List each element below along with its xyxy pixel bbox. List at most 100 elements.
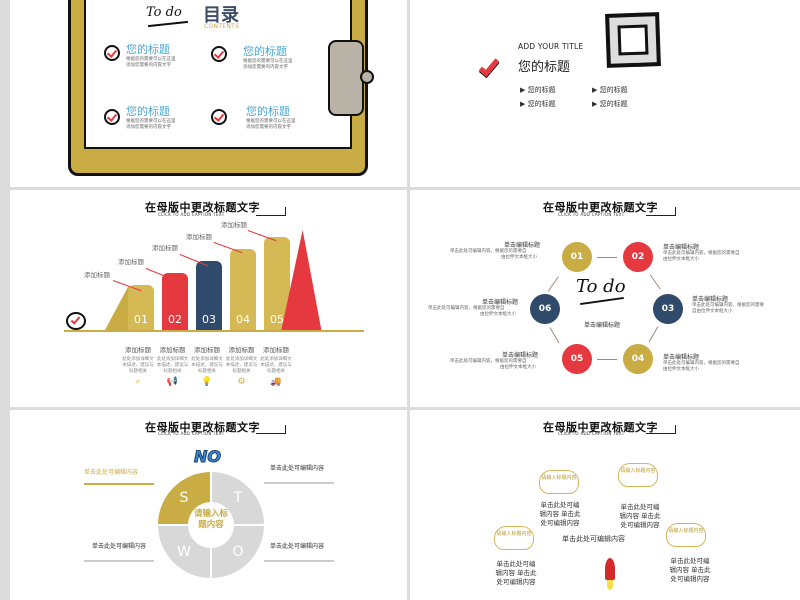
cycle-arrow [597,359,617,360]
node-title: 单击编辑标题 [663,244,700,251]
swot-line [84,560,154,562]
swot-line [84,483,154,485]
node-desc: 单击此处可编辑内容，根据您的需要自 [663,361,740,366]
cloud-text[interactable]: 单击此处可编 辑内容 单击此 处可编辑内容 [539,501,581,527]
column: 添加标题 此处添加详细文本描述，建议与标题相关 🚚 [260,346,292,387]
megaphone-icon: 📢 [166,377,179,387]
slide-thumbnail-2[interactable]: ADD YOUR TITLE 您的标题 ▶ 您的标题 ▶ 您的标题 ▶ 您的标题… [410,0,800,187]
bar-label-1: 添加标题 [84,271,110,279]
cloud-label[interactable]: 请输入标题内容 [539,470,579,494]
cycle-arrow [549,327,560,344]
play-icon: ▶ [592,100,598,108]
heading-zh: 您的标题 [518,60,571,75]
play-icon: ▶ [592,86,598,94]
clipboard-board: To do 目录 CONTENTS 您的标题 根据您的需要可以在这里 添加您需要… [68,0,368,176]
cloud-text[interactable]: 单击此处可编 辑内容 单击此 处可编辑内容 [619,503,661,529]
list-item[interactable]: ▶ 您的标题 [592,100,628,108]
cloud-text[interactable]: 单击此处可编 辑内容 单击此 处可编辑内容 [669,557,711,583]
toc-item-title-2: 您的标题 [243,45,287,58]
bar-arrow [281,230,343,330]
center-todo-logo: To do [576,276,626,297]
bar-label-2: 添加标题 [118,258,144,266]
cycle-arrow [649,274,661,290]
slide-thumbnail-4[interactable]: 在母版中更改标题文字 CLICK TO ADD CAPTION TEXT 01 … [410,190,800,407]
todo-underline [580,296,624,306]
toc-item-desc-2a: 根据您的需要可以在这里 [243,59,293,64]
check-icon [104,45,120,61]
slide-subtitle: CLICK TO ADD CAPTION TEXT [158,212,225,217]
arrow-icon [646,207,676,216]
center-text[interactable]: 单击此处可编辑内容 [562,535,625,543]
check-icon [104,109,120,125]
arrow-icon [256,207,286,216]
slide-title: 在母版中更改标题文字 [145,421,260,434]
rocket-icon [605,558,615,580]
truck-icon: 🚚 [270,377,282,387]
center-caption: 单击编辑标题 [584,322,621,329]
swot-text-s[interactable]: 单击此处可编辑内容 [84,469,139,476]
cycle-node-02: 02 [623,242,653,272]
toc-item-desc-3a: 根据您的需要可以在这里 [126,119,176,124]
bar-02: 02 [162,273,188,330]
check-icon [211,109,227,125]
no-badge: NO [194,447,222,467]
node-title: 单击编辑标题 [504,242,541,249]
cloud-label[interactable]: 请输入标题内容 [666,523,706,547]
column: 添加标题 此处添加详细文本描述，建议与标题相关 ⚙ [225,346,258,387]
bar-label-5: 添加标题 [221,221,247,229]
swot-center-label: 请输入标题内容 [188,502,234,548]
lightbulb-icon: 💡 [201,377,213,387]
bar-ramp [105,285,129,330]
clipboard-clip-knob [360,70,374,84]
slide-thumbnail-3[interactable]: 在母版中更改标题文字 CLICK TO ADD CAPTION TEXT 01 … [10,190,407,407]
list-item[interactable]: ▶ 您的标题 [592,86,628,94]
swot-line [264,560,334,562]
square-frame-icon [605,12,661,68]
cloud-label[interactable]: 请输入标题内容 [494,526,534,550]
bar-label-3: 添加标题 [152,244,178,252]
toc-item-title-4: 您的标题 [246,105,290,118]
toc-subtitle: CONTENTS [204,23,240,30]
node-desc: 由拉伸文本框大小 [501,255,537,260]
slide-thumbnail-5[interactable]: 在母版中更改标题文字 CLICK TO ADD CAPTION TEXT NO … [10,410,407,600]
cloud-label[interactable]: 请输入标题内容 [618,463,658,487]
toc-item-desc-4b: 添加您需要的内容文字 [246,125,291,130]
cycle-node-05: 05 [562,344,592,374]
toc-item-desc-3b: 添加您需要的内容文字 [126,125,171,130]
play-icon: ▶ [520,86,526,94]
bar-05: 05 [264,237,290,330]
slide-thumbnail-1[interactable]: To do 目录 CONTENTS 您的标题 根据您的需要可以在这里 添加您需要… [10,0,407,187]
bottom-columns: 添加标题 此处添加详细文本描述，建议与标题相关 ⌕ 添加标题 此处添加详细文本描… [122,344,292,387]
cycle-node-03: 03 [653,294,683,324]
node-desc: 由拉伸文本框大小 [663,367,699,372]
slide-title: 在母版中更改标题文字 [543,421,658,434]
slide-title: 在母版中更改标题文字 [543,201,658,214]
bar-01: 01 [128,285,154,330]
swot-text-o[interactable]: 单击此处可编辑内容 [269,543,324,550]
cycle-arrow [597,257,617,258]
clipboard-clip [328,40,364,116]
red-checkmark-icon [478,55,500,77]
check-circle-icon [66,312,86,330]
list-item[interactable]: ▶ 您的标题 [520,100,556,108]
todo-logo: To do [146,5,182,20]
cycle-node-06: 06 [530,294,560,324]
cloud-text[interactable]: 单击此处可编 辑内容 单击此 处可编辑内容 [495,560,537,586]
heading-en: ADD YOUR TITLE [518,42,584,51]
play-icon: ▶ [520,100,526,108]
node-title: 单击编辑标题 [482,299,519,306]
slide-thumbnail-6[interactable]: 在母版中更改标题文字 CLICK TO ADD CAPTION TEXT 请输入… [410,410,800,600]
toc-item-title-1: 您的标题 [126,43,170,56]
swot-text-w[interactable]: 单击此处可编辑内容 [91,543,146,550]
node-desc: 单击此处可编辑内容，根据您的需要自 [663,251,740,256]
toc-title: 目录 [203,5,239,26]
arrow-icon [256,425,286,434]
column: 添加标题 此处添加详细文本描述，建议与标题相关 📢 [156,346,189,387]
arrow-icon [646,425,676,434]
list-item[interactable]: ▶ 您的标题 [520,86,556,94]
toc-item-desc-1b: 添加您需要的内容文字 [126,63,171,68]
toc-item-desc-2b: 添加您需要的内容文字 [243,65,288,70]
swot-text-t[interactable]: 单击此处可编辑内容 [269,465,324,472]
bar-group: 01 02 03 04 05 [128,190,343,330]
todo-underline [148,20,188,28]
